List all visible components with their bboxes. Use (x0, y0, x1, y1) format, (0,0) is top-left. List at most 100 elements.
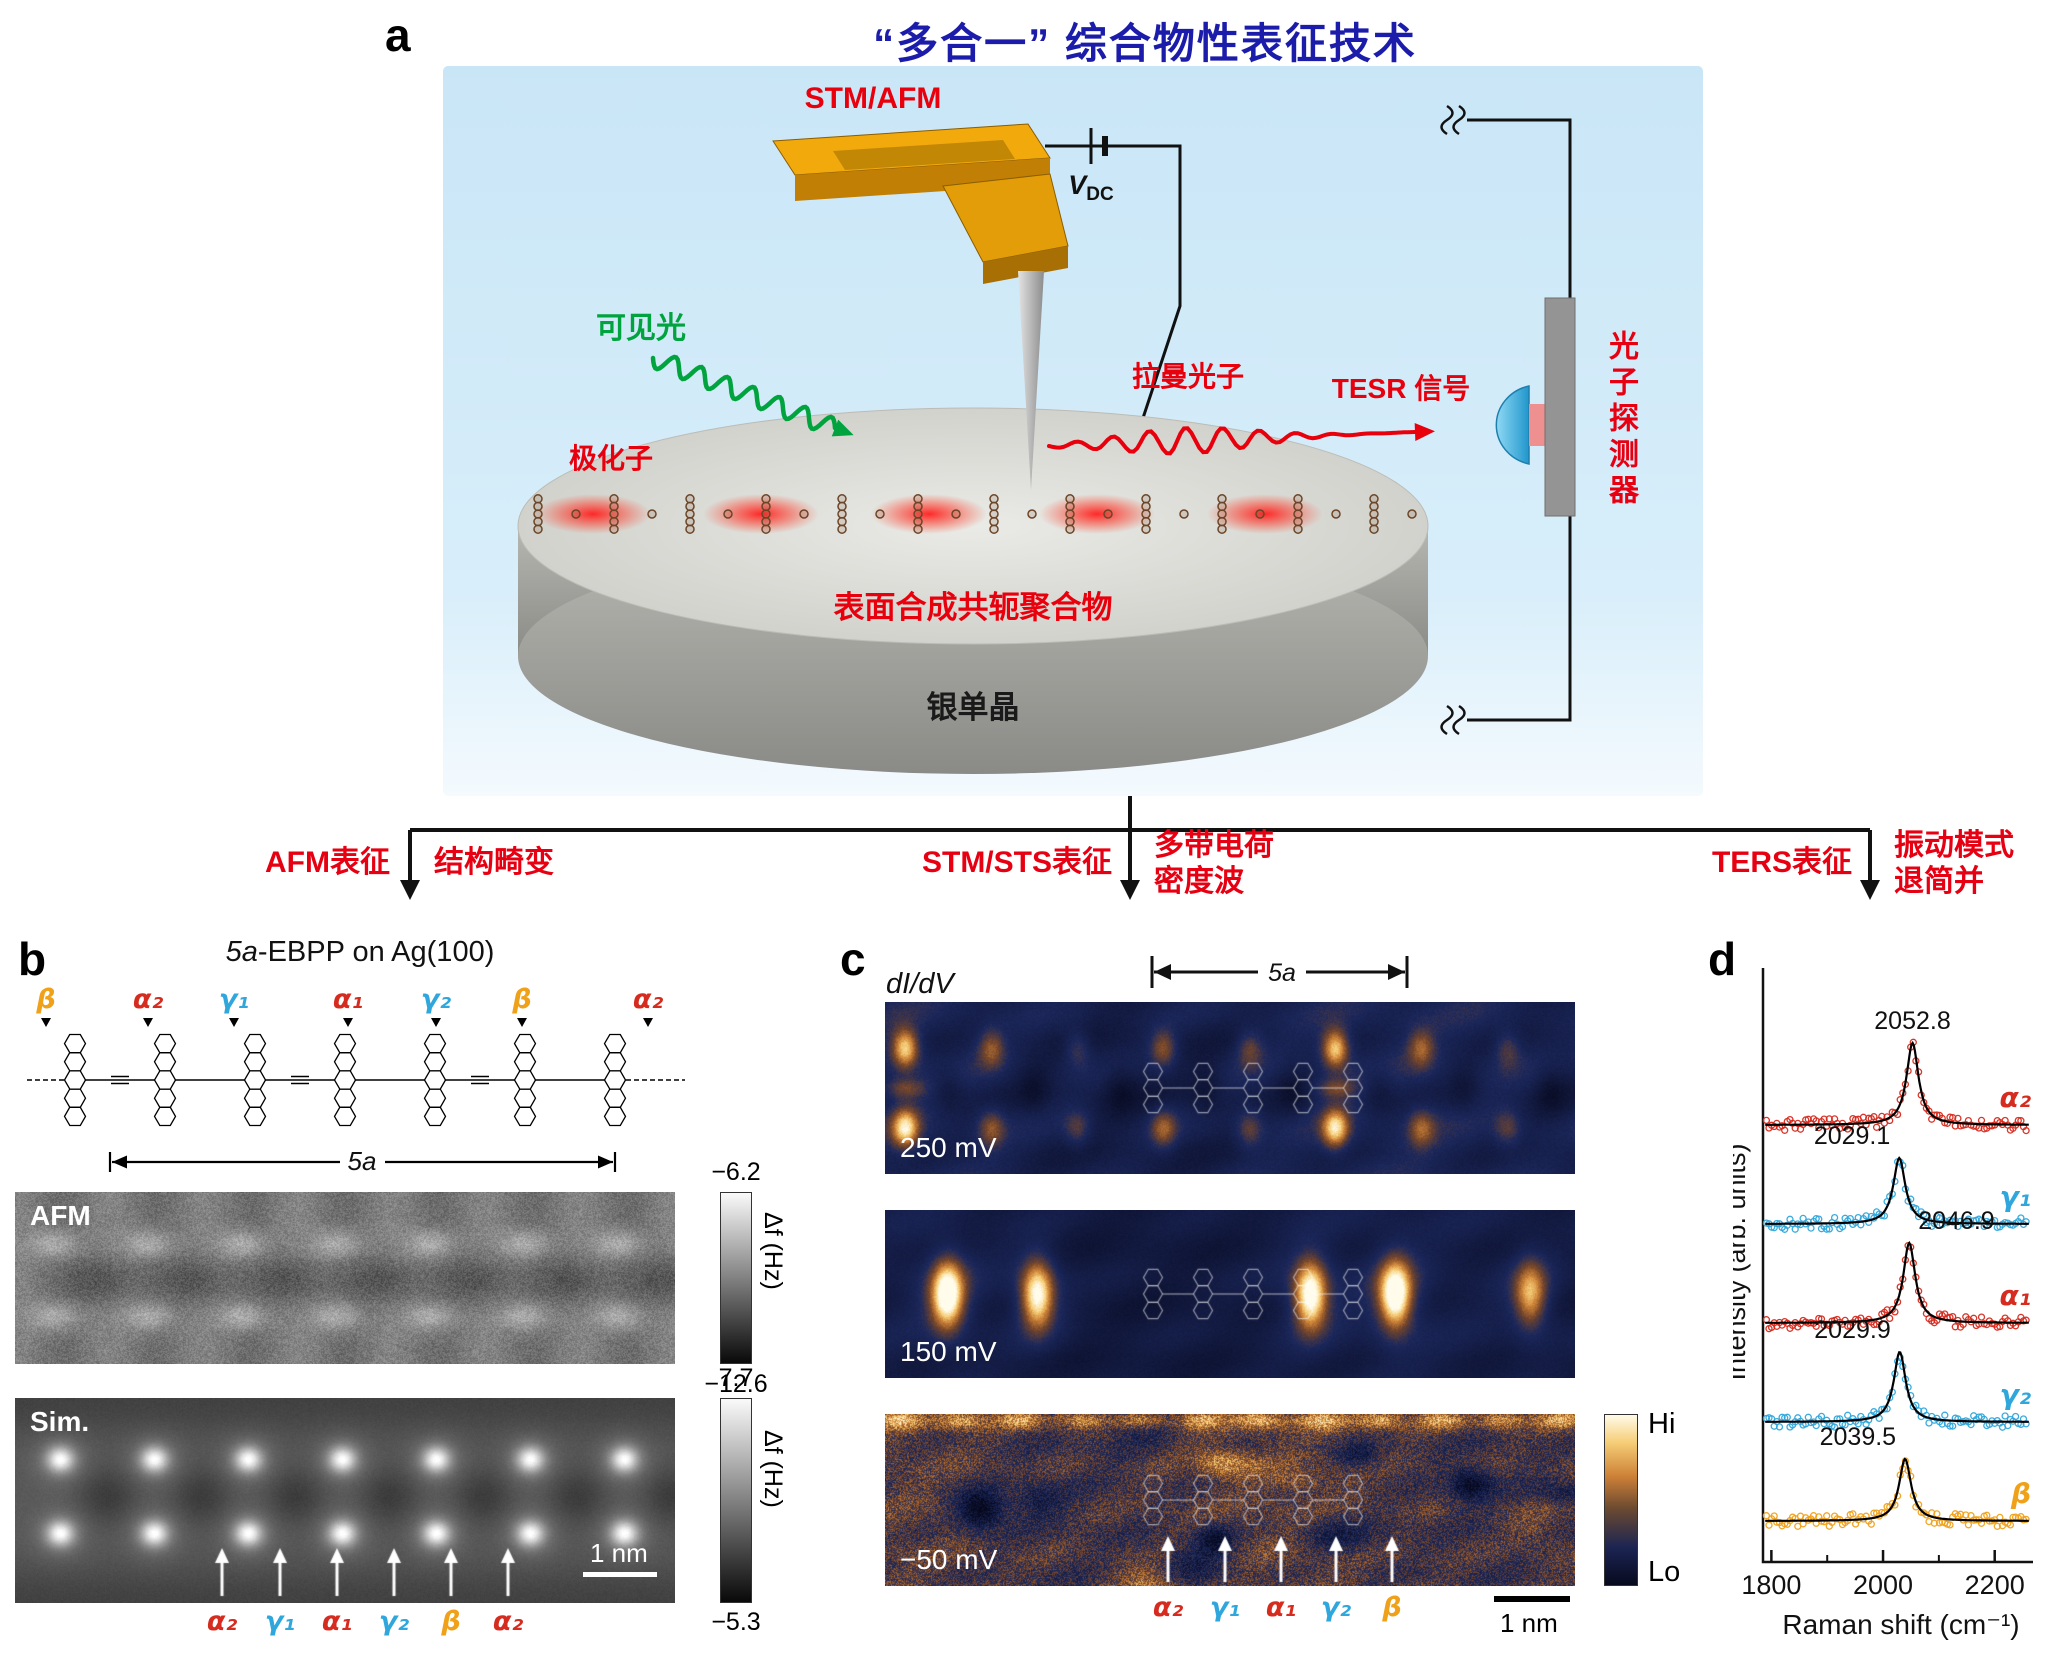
method-afm: AFM表征 (265, 846, 390, 879)
series-name-label: α₁ (2000, 1279, 2032, 1312)
photon-detector-body (1544, 297, 1576, 517)
stm-map-minus50mv (885, 1414, 1575, 1586)
feature-label: β (1382, 1592, 1402, 1623)
panel-label-d: d (1708, 933, 1737, 985)
lens-icon (1495, 385, 1530, 465)
plot-axes (1761, 968, 2033, 1564)
probe-tip-icon (1018, 271, 1044, 490)
panel-label-c: c (840, 933, 866, 985)
stm-colorbar (1604, 1414, 1638, 1586)
feature-label: γ₂ (378, 1606, 410, 1637)
feature-label: α₁ (1265, 1592, 1297, 1623)
stm-map-150mv (885, 1210, 1575, 1378)
series-name-label: γ₁ (2000, 1180, 2031, 1213)
wire-break-icon (1452, 704, 1466, 736)
sim-image-label: Sim. (30, 1406, 90, 1437)
polaron-label: 极化子 (569, 443, 653, 474)
site-label: α₂ (132, 984, 164, 1015)
wire-break-icon (1440, 104, 1454, 136)
down-arrow-icon (1120, 830, 1140, 900)
x-tick-label: 2000 (1853, 1570, 1913, 1600)
site-arrow-icon (143, 1018, 153, 1027)
afm-colorbar-min: −12.6 (704, 1370, 768, 1398)
feature-label: γ₁ (264, 1606, 296, 1637)
afm-colorbar-max: −6.2 (711, 1158, 761, 1186)
vdc-label: VDC (1068, 170, 1114, 205)
molecule-title: 5a-EBPP on Ag(100) (130, 936, 590, 969)
stm-map-250mv (885, 1002, 1575, 1174)
x-tick-label: 1800 (1741, 1570, 1801, 1600)
c-span-indicator: 5a (1150, 956, 1409, 988)
molecule-title-rest: -EBPP on Ag(100) (257, 936, 495, 968)
series-name-label: γ₂ (2000, 1378, 2032, 1411)
x-tick-label: 2200 (1965, 1570, 2025, 1600)
crystal-label: 银单晶 (927, 690, 1020, 725)
feature-label: β (441, 1606, 461, 1637)
sample-disk (517, 407, 1429, 774)
method-ters: TERS表征 (1711, 846, 1852, 879)
sim-colorbar-unit: Δf (Hz) (759, 1430, 787, 1508)
bias-label: −50 mV (900, 1544, 998, 1575)
feature-label: α₁ (321, 1606, 353, 1637)
method-stm-sts: STM/STS表征 (921, 846, 1112, 879)
bias-label: 150 mV (900, 1336, 997, 1367)
feature-label: α₂ (492, 1606, 524, 1637)
result-stm-sts: 多带电荷 密度波 (1154, 828, 1274, 900)
afm-cantilever (772, 123, 1069, 490)
panel-label-a: a (385, 9, 411, 61)
light-waves (650, 354, 1435, 456)
site-label: β (512, 984, 532, 1015)
x-axis-label: Raman shift (cm⁻¹) (1782, 1609, 2019, 1640)
feature-label: α₂ (206, 1606, 238, 1637)
site-label: α₂ (632, 984, 664, 1015)
wire-break-icon (1452, 104, 1466, 136)
molecule-title-italic: 5a (225, 936, 258, 968)
arrow-right-icon (1388, 964, 1405, 980)
scale-bar (1494, 1596, 1570, 1602)
raman-series: 2039.5β (1762, 1423, 2031, 1530)
tesr-signal-label: TESR 信号 (1332, 373, 1470, 404)
scale-bar-label: 1 nm (590, 1538, 648, 1568)
stm-colorbar-max: Hi (1648, 1408, 1676, 1440)
raman-series: 2029.9 γ₂ (1762, 1316, 2032, 1431)
site-label: β (36, 984, 56, 1015)
raman-series: 2052.8α₂ (1762, 1007, 2032, 1135)
result-afm: 结构畸变 (434, 846, 554, 879)
feature-label: α₂ (1152, 1592, 1184, 1623)
method-arrows (400, 796, 1880, 900)
peak-wavenumber-label: 2029.9 (1814, 1316, 1890, 1344)
y-axis-label: Intensity (arb. units) (1733, 1143, 1751, 1380)
down-arrow-icon (1860, 830, 1880, 900)
wire-break-icon (1440, 704, 1454, 736)
result-line: 退简并 (1894, 865, 1984, 898)
scale-bar-label: 1 nm (1500, 1608, 1558, 1638)
bias-wire (1045, 128, 1182, 419)
site-label: γ₂ (420, 984, 452, 1015)
raman-spectra-plot: Raman shift (cm⁻¹) Intensity (arb. units… (1733, 968, 2033, 1640)
polymer-label: 表面合成共轭聚合物 (834, 590, 1113, 625)
site-arrow-icon (343, 1018, 353, 1027)
didv-label: dI/dV (886, 968, 954, 1000)
result-line: 多带电荷 (1154, 829, 1274, 862)
peak-wavenumber-label: 2029.1 (1814, 1122, 1890, 1150)
series-name-label: α₂ (2000, 1081, 2032, 1114)
scale-bar (583, 1572, 657, 1577)
stm-colorbar-min: Lo (1648, 1556, 1681, 1588)
site-arrow-icon (41, 1018, 51, 1027)
c-span-label: 5a (1268, 959, 1296, 987)
peak-wavenumber-label: 2039.5 (1820, 1423, 1896, 1451)
stm-afm-label: STM/AFM (805, 82, 942, 115)
sim-colorbar-max: 7.7 (718, 1364, 754, 1392)
panel-a-schematic: STM/AFM VDC 可见光 极化子 拉曼光子 TESR 信号 表面合成共轭聚… (443, 66, 1703, 796)
result-ters: 振动模式 退简并 (1894, 828, 2014, 900)
raman-series: 2029.1 γ₁ (1762, 1122, 2031, 1233)
site-label: γ₁ (218, 984, 250, 1015)
arrow-left-icon (1154, 964, 1171, 980)
afm-image (15, 1192, 675, 1364)
visible-light-label: 可见光 (596, 312, 686, 345)
detector-sensor-icon (1529, 404, 1545, 446)
site-label: α₁ (332, 984, 364, 1015)
raman-photon-label: 拉曼光子 (1132, 360, 1244, 392)
figure-title: “多合一” 综合物性表征技术 (873, 20, 1417, 67)
